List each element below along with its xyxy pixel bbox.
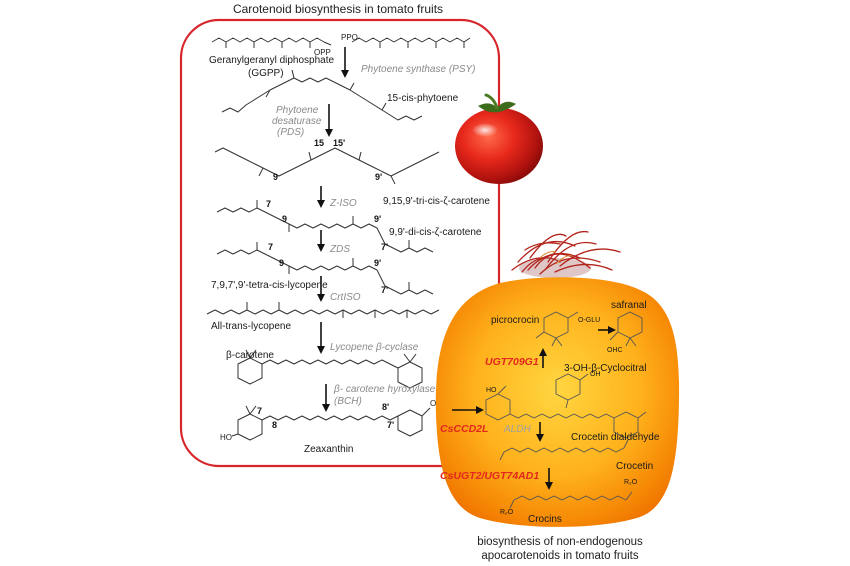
enzyme-psy: Phytoene synthase (PSY) (361, 64, 476, 75)
pathway-arrows (317, 47, 349, 412)
svg-text:9: 9 (279, 258, 284, 268)
label-crocins: Crocins (528, 514, 562, 525)
blob-labels: picrocrocin safranal O-GLU OHC 3-OH-β-Cy… (486, 300, 660, 525)
svg-text:9': 9' (374, 214, 381, 224)
label-ppo: PPO (341, 33, 358, 42)
engineered-gene-labels: UGT709G1 CsCCD2L CsUGT2/UGT74AD1 ALDH (440, 356, 539, 482)
enzyme-labels: Phytoene synthase (PSY) Phytoene desatur… (272, 64, 476, 407)
enzyme-aldh: ALDH (503, 424, 531, 435)
tomato-image (455, 93, 543, 184)
label-ggpp-abbr: (GGPP) (248, 68, 284, 79)
enzyme-crtiso: CrtISO (330, 292, 361, 303)
label-r2o-a: R₂O (624, 479, 638, 486)
enzyme-bch-2: (BCH) (334, 396, 362, 407)
position-numbers: 15 15' 9 9' 7 9 9' 7' 7 9 9' 7' 7 8 8' 7… (257, 138, 394, 430)
svg-text:7': 7' (381, 242, 388, 252)
label-crocetin: Crocetin (616, 461, 653, 472)
svg-text:9': 9' (375, 172, 382, 182)
enzyme-lcyb: Lycopene β-cyclase (330, 342, 419, 353)
label-ohc: OHC (607, 347, 623, 354)
beta-carotene-structure (237, 349, 423, 389)
label-zeaxanthin: Zeaxanthin (304, 444, 353, 455)
enzyme-pds-2: desaturase (272, 116, 322, 127)
enzyme-pds-1: Phytoene (276, 105, 319, 116)
tomato-pathway-frame (179, 18, 501, 468)
label-zeta-di: 9,9'-di-cis-ζ-carotene (389, 227, 482, 238)
svg-text:7: 7 (266, 199, 271, 209)
gene-csugt2: CsUGT2/UGT74AD1 (440, 470, 539, 482)
label-lycopene-tetra: 7,9,7',9'-tetra-cis-lycopene (211, 280, 328, 291)
footer-line-1: biosynthesis of non-endogenous (477, 536, 643, 548)
enzyme-pds-3: (PDS) (277, 127, 304, 138)
svg-text:7: 7 (257, 406, 262, 416)
enzyme-bch-1: β- carotene hyroxylase (333, 384, 436, 395)
label-ho-zeaxanthin: HO (220, 433, 232, 442)
label-oh-cyclo: OH (590, 371, 601, 378)
safranal-structure (609, 311, 643, 347)
svg-text:9: 9 (273, 172, 278, 182)
enzyme-ziso: Z-ISO (329, 198, 357, 209)
crocetin-structure (499, 439, 629, 461)
zeta-carotene-di-structure (216, 200, 434, 253)
zeaxanthin-structure (231, 405, 431, 441)
label-zeta-tri: 9,15,9'-tri-cis-ζ-carotene (383, 196, 490, 207)
apocarotenoid-blob (435, 277, 680, 527)
label-phytoene: 15-cis-phytoene (387, 93, 459, 104)
label-picrocrocin: picrocrocin (491, 315, 539, 326)
saffron-image (511, 230, 621, 278)
diagram-title: Carotenoid biosynthesis in tomato fruits (233, 2, 443, 16)
phytoene-structure (221, 69, 423, 121)
label-r2o-b: R₂O (500, 509, 514, 516)
label-crocetin-dialdehyde: Crocetin dialdehyde (571, 432, 660, 443)
svg-text:7: 7 (268, 242, 273, 252)
crocins-structure (509, 491, 633, 509)
label-safranal: safranal (611, 300, 647, 311)
gene-csccd2l: CsCCD2L (440, 423, 488, 435)
blob-arrows (452, 326, 616, 490)
svg-text:15: 15 (314, 138, 324, 148)
all-trans-lycopene-structure (206, 302, 440, 318)
svg-text:7': 7' (381, 285, 388, 295)
svg-text:9': 9' (374, 258, 381, 268)
label-ggpp: Geranylgeranyl diphosphate (209, 55, 335, 66)
enzyme-zds: ZDS (329, 244, 350, 255)
label-beta-carotene: β-carotene (226, 350, 274, 361)
svg-text:8: 8 (272, 420, 277, 430)
label-ho-cyclo: HO (486, 387, 497, 394)
label-o-glu: O-GLU (578, 317, 600, 324)
picrocrocin-structure (535, 311, 579, 347)
tetra-cis-lycopene-structure (216, 242, 434, 295)
gene-ugt709g1: UGT709G1 (485, 356, 539, 368)
zeta-carotene-tri-structure (214, 147, 440, 185)
label-opp: OPP (314, 48, 331, 57)
compound-labels: Geranylgeranyl diphosphate (GGPP) OPP PP… (209, 33, 490, 455)
svg-text:7': 7' (387, 420, 394, 430)
label-lycopene-trans: All-trans-lycopene (211, 321, 291, 332)
svg-text:8': 8' (382, 402, 389, 412)
svg-text:9: 9 (282, 214, 287, 224)
svg-text:15': 15' (333, 138, 345, 148)
crocetin-dialdehyde-structure (485, 385, 647, 439)
ggpp-structure (211, 37, 471, 48)
cyclocitral-structure (555, 373, 589, 409)
label-cyclocitral: 3-OH-β-Cyclocitral (564, 363, 646, 374)
footer-line-2: apocarotenoids in tomato fruits (481, 550, 639, 562)
